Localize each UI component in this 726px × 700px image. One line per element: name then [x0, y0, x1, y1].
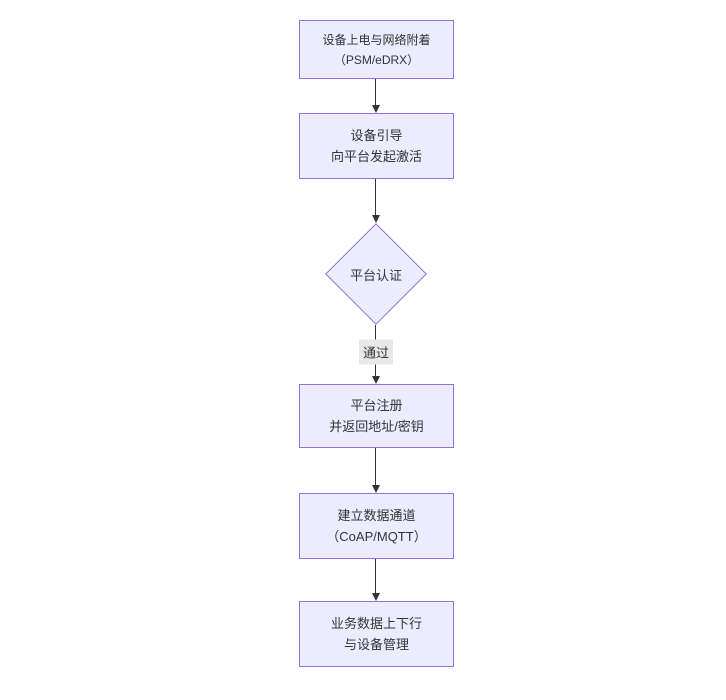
arrowhead-icon — [372, 215, 380, 223]
edge-line-d-e — [375, 448, 376, 485]
edge-label-pass: 通过 — [358, 339, 394, 365]
edge-line-a-b — [375, 79, 376, 105]
arrowhead-icon — [372, 376, 380, 384]
arrowhead-icon — [372, 593, 380, 601]
node-label-line: 与设备管理 — [343, 637, 409, 652]
flow-node-power-on-attach: 设备上电与网络附着 （PSM/eDRX） — [299, 20, 454, 79]
flow-node-data-channel: 建立数据通道 （CoAP/MQTT） — [299, 493, 454, 559]
node-label-line: （CoAP/MQTT） — [326, 529, 427, 544]
node-label-line: （PSM/eDRX） — [333, 52, 420, 67]
edge-line-e-f — [375, 559, 376, 593]
flow-node-platform-register: 平台注册 并返回地址/密钥 — [299, 384, 454, 448]
node-label-line: 设备上电与网络附着 — [322, 32, 431, 47]
node-label-line: 平台注册 — [350, 398, 403, 413]
node-label-line: 并返回地址/密钥 — [329, 419, 424, 434]
flow-node-platform-auth: 平台认证 — [325, 223, 427, 325]
node-label-line: 设备引导 — [350, 128, 403, 143]
node-label-line: 平台认证 — [349, 267, 402, 283]
node-label-line: 向平台发起激活 — [330, 149, 422, 164]
arrowhead-icon — [372, 485, 380, 493]
node-label-line: 建立数据通道 — [337, 508, 416, 523]
edge-line-b-c — [375, 179, 376, 215]
arrowhead-icon — [372, 105, 380, 113]
node-label-line: 业务数据上下行 — [330, 616, 422, 631]
flow-node-bootstrap-activate: 设备引导 向平台发起激活 — [299, 113, 454, 179]
flow-node-business-data: 业务数据上下行 与设备管理 — [299, 601, 454, 667]
